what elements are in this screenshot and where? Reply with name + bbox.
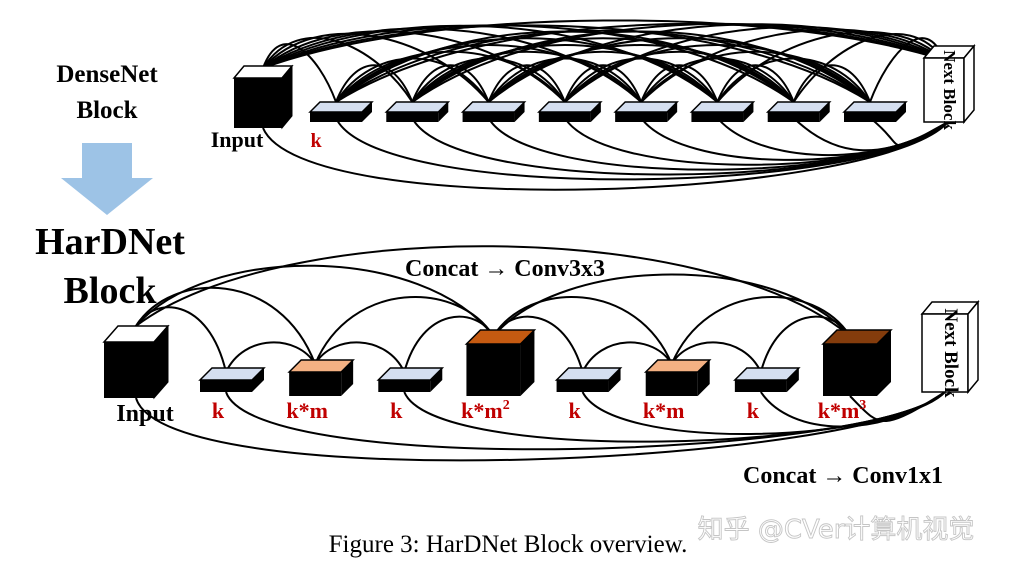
hardnet-layer-block [643,359,712,396]
hardnet-layers [198,329,893,396]
dense-layer-block [842,101,908,122]
dense-connection-arc [411,50,642,103]
hardnet-title-line2: Block [64,270,158,312]
hardnet-next-block-label: Next Block [940,308,961,398]
hardnet-connection-arc [492,273,851,337]
hardnet-connections [135,245,946,462]
dense-connection-arc [563,64,643,103]
hardnet-connection-arc [135,286,317,365]
watermark: 知乎 @CVer计算机视觉 [698,515,975,545]
dense-layer-block [537,101,603,122]
hardnet-connection-arc [670,296,851,365]
hardnet-concat-top-label: Concat → Conv3x3 [405,256,605,282]
dense-layer-block [613,101,679,122]
dense-connection-arc [716,57,871,103]
dense-connection-arc [411,30,871,103]
transition-arrow [61,143,153,215]
dense-connection-arc [792,33,945,103]
hardnet-layer-block [821,329,893,396]
dense-connection-arc [869,117,949,147]
hardnet-layer-block [198,367,266,392]
dense-connection-arc [487,64,566,103]
hardnet-input-block [102,324,170,400]
hardnet-layer-label: k [747,398,760,423]
hardnet-connection-arc [135,245,851,337]
hardnet-connection-arc [670,341,762,373]
dense-layer-block [460,101,527,122]
densenet-connections [262,19,949,191]
hardnet-input-label: Input [116,401,173,427]
dense-connection-arc [564,44,871,103]
dense-connection-arc [335,50,566,103]
dense-connection-arc [716,64,795,103]
densenet-next-block-label: Next Block [940,50,959,130]
hardnet-connection-arc [135,264,495,337]
hardnet-output-arc [849,391,946,422]
densenet-title-line1: DenseNet [56,61,158,88]
hardnet-section: HarDNet Block Concat → Conv3x3 Input k k*… [35,221,980,489]
hardnet-output-arc [581,391,946,436]
dense-connection-arc [716,30,945,103]
densenet-input-label: Input [211,127,264,152]
dense-connection-arc [640,57,795,103]
hardnet-layer-block [287,359,355,396]
dense-connection-arc [487,44,795,103]
densenet-section: DenseNet Block Input k Next Block [56,19,976,191]
hardnet-layer-label: k*m [643,398,685,423]
dense-layer-block [308,101,374,122]
hardnet-layer-label: k*m3 [818,398,867,423]
hardnet-layer-block [554,367,623,392]
hardnet-title-line1: HarDNet [35,221,185,263]
figure-caption: Figure 3: HarDNet Block overview. [329,531,688,558]
hardnet-connection-arc [492,296,673,365]
hardnet-layer-block [376,367,445,392]
hardnet-connection-arc [314,341,406,373]
dense-connection-arc [335,22,945,103]
densenet-next-block: Next Block [922,43,976,130]
hardnet-next-block: Next Block [920,299,980,398]
hardnet-connection-arc [225,341,317,373]
hardnet-layer-block [464,329,537,396]
dense-layer-block [689,101,756,122]
dense-connection-arc [262,121,949,191]
dense-connection-arc [487,23,945,103]
hardnet-layer-block [733,367,801,392]
densenet-layers [308,101,908,122]
dense-connection-arc [640,64,719,103]
dense-connection-arc [564,57,719,103]
dense-layer-block [384,101,451,122]
densenet-k-label: k [310,130,322,152]
dense-connection-arc [564,50,795,103]
dense-connection-arc [335,29,871,103]
dense-connection-arc [335,37,719,103]
dense-connection-arc [716,117,949,157]
hardnet-concat-bottom-label: Concat → Conv1x1 [743,463,943,489]
hardnet-layer-label: k [212,398,225,423]
dense-layer-block [765,101,832,122]
dense-connection-arc [335,64,414,103]
dense-connection-arc [411,22,945,103]
dense-connection-arc [262,19,945,69]
hardnet-layer-label: k*m [286,398,328,423]
hardnet-layer-label: k [390,398,403,423]
hardnet-layer-label: k*m2 [461,398,510,423]
dense-connection-arc [411,64,490,103]
dense-connection-arc [792,64,871,103]
hardnet-connection-arc [581,341,673,373]
dense-connection-arc [262,24,871,103]
densenet-title-line2: Block [76,97,137,124]
hardnet-layer-label: k [568,398,581,423]
densenet-input-block [232,64,294,130]
dense-connection-arc [411,117,949,176]
hardnet-layer-labels: k k*m k k*m2 k k*m k k*m3 [212,398,866,423]
dense-connection-arc [335,117,949,181]
dense-connection-arc [564,26,945,103]
dense-connection-arc [640,50,871,103]
dense-connection-arc [411,44,719,103]
dense-connection-arc [487,50,719,103]
